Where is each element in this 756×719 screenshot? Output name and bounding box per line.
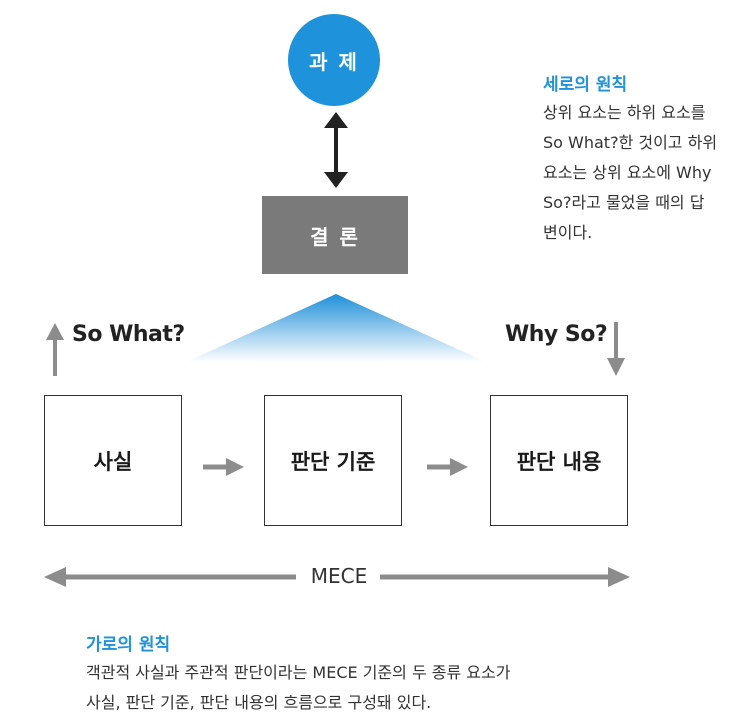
horizontal-principle-line: 사실, 판단 기준, 판단 내용의 흐름으로 구성돼 있다. <box>86 693 432 712</box>
why-so-label: Why So? <box>505 322 608 347</box>
node-criteria: 판단 기준 <box>264 395 402 526</box>
vertical-principle-line: 변이다. <box>543 223 593 242</box>
double-arrow-horizontal-icon <box>44 567 630 587</box>
vertical-principle-line: So What?한 것이고 하위 <box>543 133 718 152</box>
conclusion-box: 결 론 <box>262 196 408 274</box>
vertical-principle-line: 요소는 상위 요소에 Why <box>543 163 712 182</box>
arrow-up-icon <box>46 323 64 376</box>
node-judgment: 판단 내용 <box>490 395 628 526</box>
horizontal-principle-body: 객관적 사실과 주관적 판단이라는 MECE 기준의 두 종류 요소가 사실, … <box>86 658 726 718</box>
topic-circle: 과 제 <box>288 14 380 106</box>
vertical-principle-line: So?라고 물었을 때의 답 <box>543 193 705 212</box>
arrow-right-icon <box>203 458 244 476</box>
horizontal-principle-line: 객관적 사실과 주관적 판단이라는 MECE 기준의 두 종류 요소가 <box>86 663 511 682</box>
vertical-principle-title: 세로의 원칙 <box>543 75 628 95</box>
arrow-right-icon <box>427 458 468 476</box>
mece-label: MECE <box>306 564 372 588</box>
double-arrow-vertical-icon <box>324 112 348 188</box>
arrow-down-icon <box>607 322 625 376</box>
node-fact: 사실 <box>44 395 182 526</box>
vertical-principle-body: 상위 요소는 하위 요소를 So What?한 것이고 하위 요소는 상위 요소… <box>543 98 753 248</box>
vertical-principle-line: 상위 요소는 하위 요소를 <box>543 103 706 122</box>
so-what-label: So What? <box>72 322 185 347</box>
horizontal-principle-title: 가로의 원칙 <box>86 635 171 655</box>
conclusion-support-triangle <box>186 294 486 362</box>
